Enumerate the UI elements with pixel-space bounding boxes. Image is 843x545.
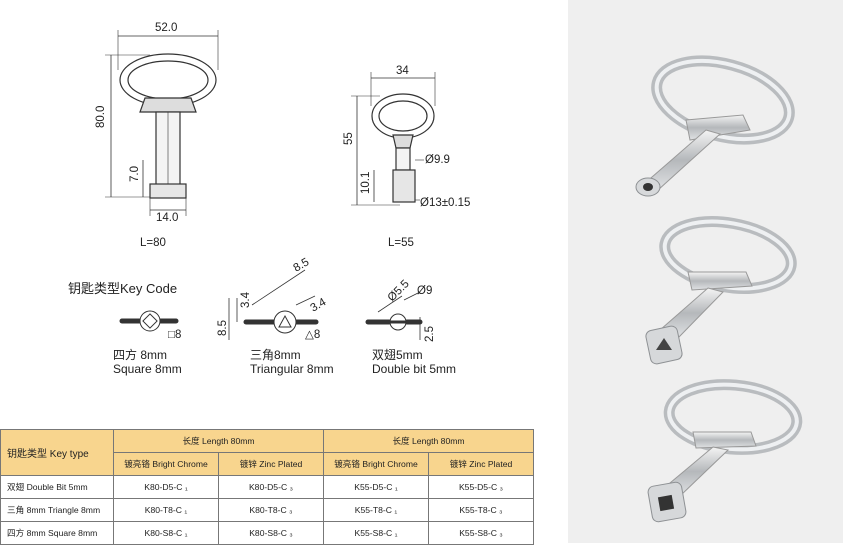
table-subheader: 镀亮铬 Bright Chrome [323, 452, 429, 476]
table-cell: K55-D5-C ₁ [323, 475, 429, 499]
table-cell: K55-D5-C ₃ [428, 475, 534, 499]
k80-tip-dim: 14.0 [156, 212, 178, 224]
table-cell: K80-D5-C ₃ [218, 475, 324, 499]
table-subheader: 镀锌 Zinc Plated [428, 452, 534, 476]
triangle-bit-drawing [228, 269, 319, 340]
k55-key-drawing [351, 72, 436, 206]
technical-drawing: 52.0 80.0 7.0 14.0 L=80 34 55 Ø9.9 10.1 … [95, 22, 470, 342]
row-type: 双翅 Double Bit 5mm [0, 475, 114, 499]
k55-dia2-dim: Ø13±0.15 [420, 197, 470, 209]
table-subheader: 镀锌 Zinc Plated [218, 452, 324, 476]
triangle-mark: △8 [305, 329, 320, 341]
table-cell: K80-S8-C ₃ [218, 521, 324, 545]
double-dim-3: 2.5 [424, 326, 436, 342]
k55-height-dim: 55 [343, 132, 355, 145]
table-cell: K55-S8-C ₁ [323, 521, 429, 545]
double-label-en: Double bit 5mm [372, 362, 457, 376]
triangle-dim-4: 3.4 [309, 296, 329, 315]
square-bit-drawing [119, 310, 179, 332]
triangle-dim-2: 3.4 [240, 291, 252, 308]
table-cell: K55-T8-C ₁ [323, 498, 429, 522]
triangle-dim-1: 8.5 [217, 320, 229, 336]
table-cell: K80-T8-C ₃ [218, 498, 324, 522]
k80-width-dim: 52.0 [155, 22, 177, 34]
table-row: 双翅 Double Bit 5mm K80-D5-C ₁ K80-D5-C ₃ … [0, 475, 534, 499]
k80-shaft-dim: 7.0 [129, 166, 141, 182]
table-row: 三角 8mm Triangle 8mm K80-T8-C ₁ K80-T8-C … [0, 498, 534, 522]
double-bit-drawing [365, 291, 423, 340]
spec-sheet: 52.0 80.0 7.0 14.0 L=80 34 55 Ø9.9 10.1 … [0, 22, 534, 545]
k80-height-dim: 80.0 [95, 106, 107, 128]
table-row: 四方 8mm Square 8mm K80-S8-C ₁ K80-S8-C ₃ … [0, 521, 534, 545]
square-label-cn: 四方 8mm [113, 348, 168, 362]
row-type: 三角 8mm Triangle 8mm [0, 498, 114, 522]
table-subheader: 镀亮铬 Bright Chrome [113, 452, 219, 476]
table-cell: K55-T8-C ₃ [428, 498, 534, 522]
square-mark: □8 [168, 329, 181, 341]
table-group-header: 长度 Length 80mm [113, 429, 324, 453]
square-label-en: Square 8mm [113, 362, 182, 376]
table-cell: K80-T8-C ₁ [113, 498, 219, 522]
double-label-cn: 双翅5mm [372, 348, 423, 362]
table-cell: K80-D5-C ₁ [113, 475, 219, 499]
k55-tip-dim: 10.1 [360, 172, 372, 194]
k55-length-label: L=55 [388, 237, 414, 249]
product-photos-panel [568, 0, 843, 543]
table-cell: K80-S8-C ₁ [113, 521, 219, 545]
k80-length-label: L=80 [140, 237, 166, 249]
k55-dia1-dim: Ø9.9 [425, 154, 450, 166]
table-group-header: 长度 Length 80mm [323, 429, 534, 453]
double-bit-key-photo [635, 55, 795, 197]
triangle-label-en: Triangular 8mm [250, 362, 334, 376]
table-corner: 钥匙类型 Key type [0, 429, 114, 476]
row-type: 四方 8mm Square 8mm [0, 521, 114, 545]
k80-key-drawing [105, 30, 219, 216]
triangle-label-cn: 三角8mm [250, 348, 301, 362]
table-cell: K55-S8-C ₃ [428, 521, 534, 545]
square-key-photo [647, 379, 803, 523]
triangle-key-photo [645, 216, 797, 365]
double-dim-2: Ø9 [417, 285, 432, 297]
key-type-table: 钥匙类型 Key type 长度 Length 80mm 长度 Length 8… [0, 429, 534, 545]
double-dim-1: Ø5.5 [386, 278, 412, 304]
triangle-dim-3: 8.5 [292, 256, 312, 274]
k55-width-dim: 34 [396, 65, 409, 77]
key-code-title: 钥匙类型Key Code [68, 281, 178, 296]
